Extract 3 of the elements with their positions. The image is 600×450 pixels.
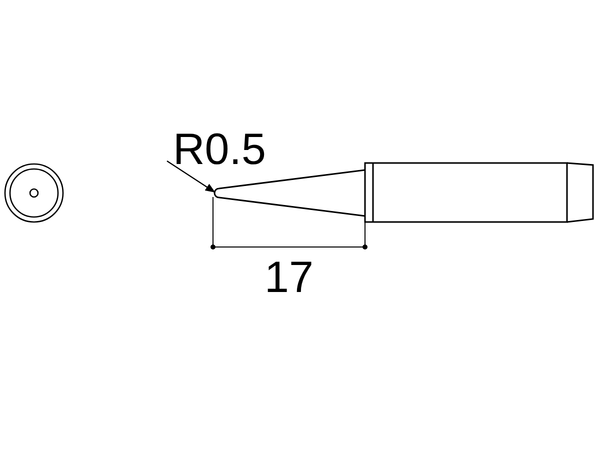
leader-line: [166, 160, 216, 193]
dimension-label: 17: [264, 256, 314, 300]
radius-label: R0.5: [173, 128, 266, 172]
